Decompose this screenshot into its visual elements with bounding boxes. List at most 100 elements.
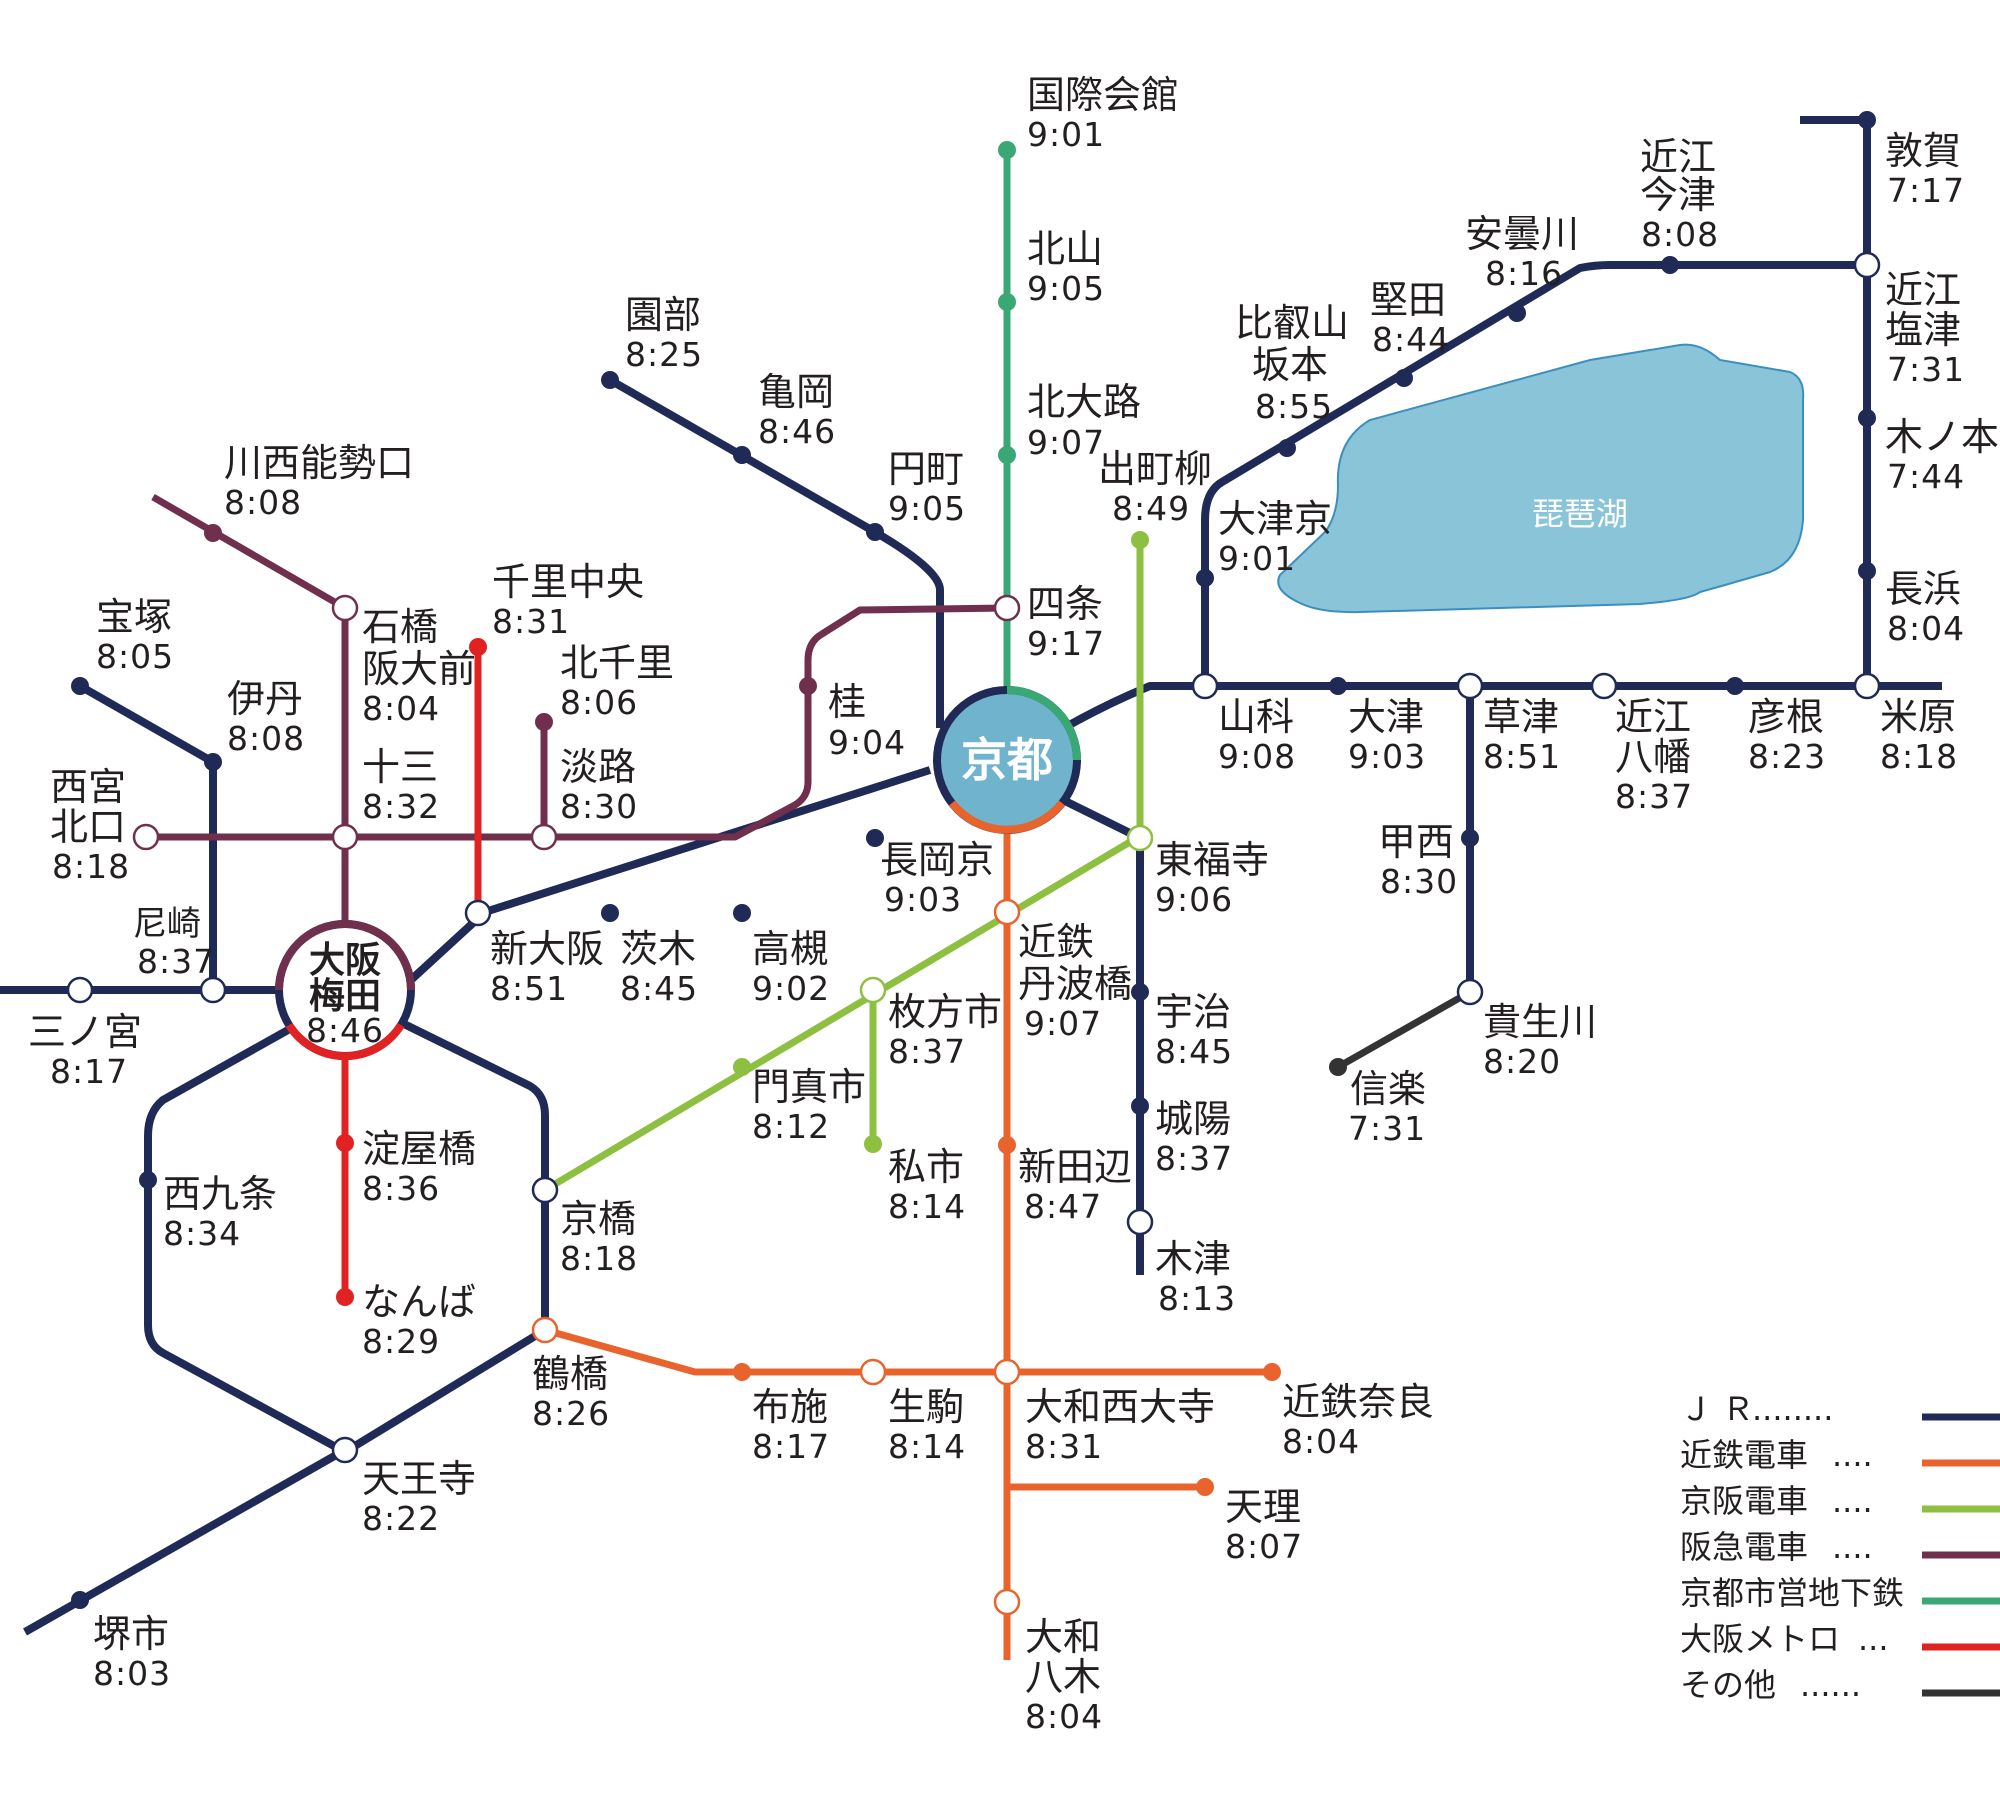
station-marker-katsura[interactable]	[799, 677, 817, 695]
station-marker-otsukyo[interactable]	[1196, 569, 1214, 587]
station-awaji[interactable]: 淡路8:30	[560, 745, 638, 826]
station-shijo[interactable]: 四条9:17	[1027, 582, 1105, 663]
station-marker-shintanabe[interactable]	[998, 1136, 1016, 1154]
station-marker-shijo[interactable]	[993, 594, 1021, 622]
station-katsura[interactable]: 桂9:04	[828, 680, 906, 762]
station-takatsuki[interactable]: 高槻9:02	[752, 927, 830, 1008]
station-marker-sakamoto[interactable]	[1278, 439, 1296, 457]
station-marker-kitayama[interactable]	[998, 293, 1016, 311]
station-marker-kizu[interactable]	[1126, 1208, 1154, 1236]
station-tenri[interactable]: 天理8:07	[1225, 1485, 1303, 1566]
station-marker-sakai[interactable]	[71, 1591, 89, 1609]
station-marker-kadoma[interactable]	[733, 1058, 751, 1076]
station-marker-omihachiman[interactable]	[1590, 672, 1618, 700]
station-marker-shinosaka[interactable]	[464, 899, 492, 927]
station-marker-tambabashi[interactable]	[993, 898, 1021, 926]
station-marker-kokusai[interactable]	[998, 141, 1016, 159]
station-hikone[interactable]: 彦根8:23	[1748, 695, 1826, 776]
station-katata[interactable]: 堅田8:44	[1370, 278, 1450, 359]
station-marker-yodoyabashi[interactable]	[336, 1134, 354, 1152]
station-kusatsu[interactable]: 草津8:51	[1483, 695, 1561, 776]
station-marker-hikone[interactable]	[1726, 677, 1744, 695]
station-ibaraki[interactable]: 茨木8:45	[620, 927, 698, 1008]
station-marker-kosei[interactable]	[1461, 829, 1479, 847]
station-marker-kibukawa[interactable]	[1456, 978, 1484, 1006]
station-marker-fuse[interactable]	[733, 1363, 751, 1381]
station-marker-sannomiya[interactable]	[66, 976, 94, 1004]
station-marker-kinomoto[interactable]	[1858, 409, 1876, 427]
station-yamashina[interactable]: 山科9:08	[1218, 695, 1296, 776]
station-marker-juso[interactable]	[331, 823, 359, 851]
station-marker-shiotsu[interactable]	[1853, 251, 1881, 279]
station-takarazuka[interactable]: 宝塚8:05	[96, 595, 174, 676]
station-juso[interactable]: 十三8:32	[362, 745, 440, 826]
station-marker-otsu[interactable]	[1329, 677, 1347, 695]
station-marker-kisaichi[interactable]	[864, 1135, 882, 1153]
station-marker-awaji[interactable]	[530, 823, 558, 851]
station-marker-namba[interactable]	[336, 1288, 354, 1306]
station-marker-nara[interactable]	[1263, 1363, 1281, 1381]
station-kisaichi[interactable]: 私市8:14	[888, 1145, 966, 1226]
station-tsuruga[interactable]: 敦賀7:17	[1885, 129, 1965, 210]
station-kizu[interactable]: 木津8:13	[1155, 1237, 1236, 1318]
station-marker-shigaraki[interactable]	[1329, 1058, 1347, 1076]
station-marker-kyobashi[interactable]	[531, 1176, 559, 1204]
station-ikoma[interactable]: 生駒8:14	[888, 1385, 966, 1466]
hub-umeda[interactable]: 大阪 梅田 8:46	[275, 920, 415, 1061]
station-amagasaki[interactable]: 尼崎8:37	[133, 904, 215, 981]
station-joyo[interactable]: 城陽8:37	[1155, 1097, 1233, 1178]
station-marker-kitaoji[interactable]	[998, 446, 1016, 464]
station-marker-uji[interactable]	[1131, 983, 1149, 1001]
station-marker-senri[interactable]	[469, 638, 487, 656]
station-otsu[interactable]: 大津9:03	[1348, 695, 1426, 776]
station-nagahama[interactable]: 長浜8:04	[1885, 567, 1965, 648]
station-sonobe[interactable]: 園部8:25	[625, 293, 703, 374]
station-marker-kameoka[interactable]	[733, 446, 751, 464]
station-marker-amagasaki[interactable]	[199, 976, 227, 1004]
station-marker-hirakata[interactable]	[859, 976, 887, 1004]
station-marker-takarazuka[interactable]	[71, 677, 89, 695]
station-shigaraki[interactable]: 信楽7:31	[1348, 1067, 1426, 1148]
station-marker-enmachi[interactable]	[866, 523, 884, 541]
station-sakai[interactable]: 堺市8:03	[93, 1612, 171, 1693]
station-marker-saidaiji[interactable]	[993, 1358, 1021, 1386]
station-marker-yagi[interactable]	[993, 1588, 1021, 1616]
station-marker-takatsuki[interactable]	[733, 904, 751, 922]
station-marker-ibaraki[interactable]	[601, 904, 619, 922]
station-marker-adogawa[interactable]	[1508, 304, 1526, 322]
station-kyobashi[interactable]: 京橋8:18	[560, 1197, 638, 1278]
station-kameoka[interactable]: 亀岡8:46	[758, 370, 836, 451]
station-itami[interactable]: 伊丹8:08	[227, 677, 305, 758]
station-marker-nagahama[interactable]	[1858, 562, 1876, 580]
station-marker-kusatsu[interactable]	[1456, 672, 1484, 700]
station-marker-imazu[interactable]	[1661, 256, 1679, 274]
station-marker-katata[interactable]	[1395, 369, 1413, 387]
station-marker-tsuruga[interactable]	[1858, 111, 1876, 129]
